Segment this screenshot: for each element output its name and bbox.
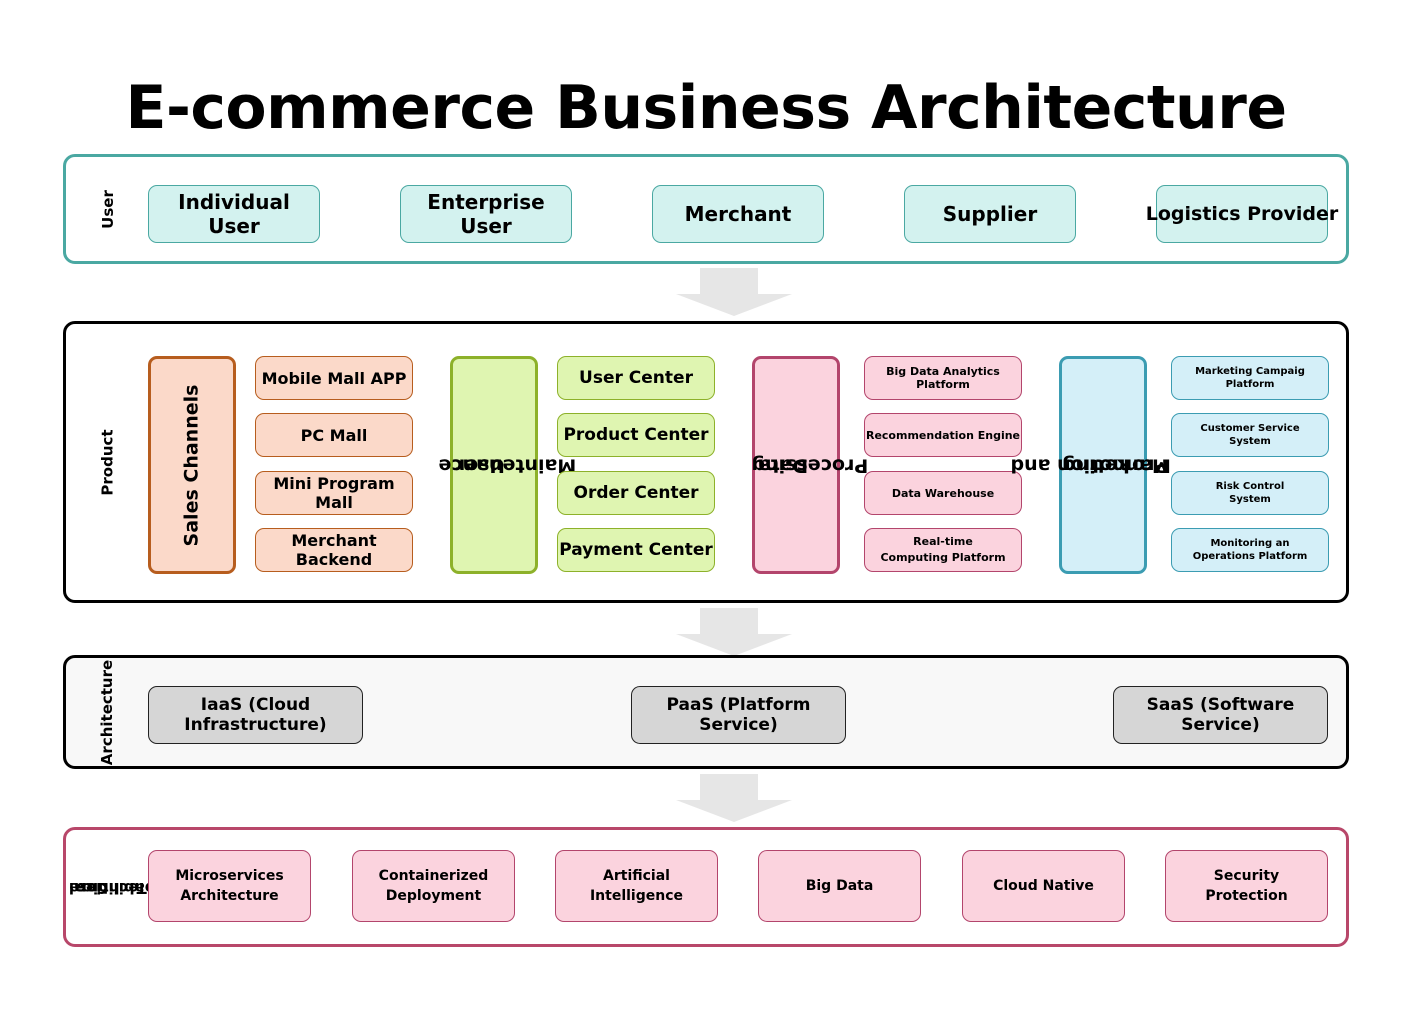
user-layer-label: User [98, 189, 117, 229]
architecture-layer-label: Architecture [98, 659, 117, 765]
arrow-down-3 [676, 774, 792, 822]
data-item-data-warehouse: Data Warehouse [864, 471, 1022, 515]
sales-item-mini-program-mall: Mini Program Mall [255, 471, 413, 515]
maintenance-item-order-center: Order Center [557, 471, 715, 515]
maintenance-item-user-center: User Center [557, 356, 715, 400]
arrow-down-1 [676, 268, 792, 316]
user-box-individual: Individual User [148, 185, 320, 243]
maintenance-item-product-center: Product Center [557, 413, 715, 457]
data-item-recommendation-engine: Recommendation Engine [864, 413, 1022, 457]
user-box-logistics: Logistics Provider [1146, 185, 1338, 243]
product-layer-label: Product [98, 428, 117, 496]
maintenance-item-payment-center: Payment Center [557, 528, 715, 572]
user-layer: User Individual User Enterprise User Mer… [63, 154, 1349, 264]
sales-item-mobile-mall-app: Mobile Mall APP [255, 356, 413, 400]
user-box-merchant: Merchant [652, 185, 824, 243]
user-box-supplier: Supplier [904, 185, 1076, 243]
arch-box-iaas: IaaS (Cloud Infrastructure) [148, 686, 363, 744]
arch-box-paas: PaaS (Platform Service) [631, 686, 846, 744]
user-box-enterprise: Enterprise User [400, 185, 572, 243]
arrow-down-2 [676, 608, 792, 656]
architecture-layer: Architecture IaaS (Cloud Infrastructure)… [63, 655, 1349, 769]
sales-channels-group: Sales Channels [148, 356, 236, 574]
data-item-big-data-analytics: Big Data Analytics Platform [864, 356, 1022, 400]
product-layer: Product Sales Channels Mobile Mall APP P… [63, 321, 1349, 603]
sales-item-merchant-backend: Merchant Backend [255, 528, 413, 572]
core-box-big-data: Big Data [758, 850, 921, 922]
sales-item-pc-mall: PC Mall [255, 413, 413, 457]
core-box-cloud-native: Cloud Native [962, 850, 1125, 922]
arch-box-saas: SaaS (Software Service) [1113, 686, 1328, 744]
